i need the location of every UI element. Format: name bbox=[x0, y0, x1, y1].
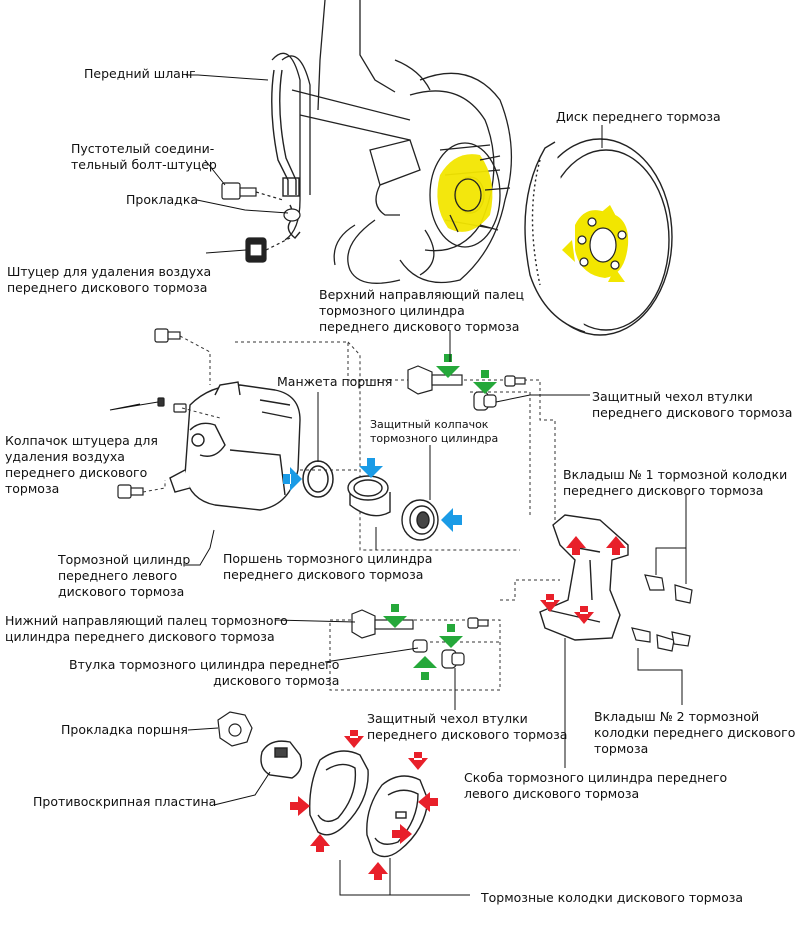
label-upper-slide-pin: Верхний направляющий палец тормозного ци… bbox=[319, 287, 525, 334]
label-piston: Поршень тормозного цилиндра переднего ди… bbox=[223, 551, 433, 582]
brake-pads-drawing bbox=[309, 750, 429, 858]
label-union-bolt: Пустотелый соедини- тельный болт-штуцер bbox=[71, 141, 217, 172]
upper-slide-pin-drawing bbox=[407, 365, 526, 411]
label-cylinder-boot: Защитный колпачок тормозного цилиндра bbox=[370, 418, 499, 445]
label-lower-slide-pin: Нижний направляющий палец тормозного цил… bbox=[5, 613, 288, 644]
label-front-disc: Диск переднего тормоза bbox=[556, 109, 721, 124]
label-cylinder-lh: Тормозной цилиндр переднего левого диско… bbox=[58, 552, 191, 599]
label-disc-pads: Тормозные колодки дискового тормоза bbox=[481, 890, 744, 905]
label-bushing-dust-boot-upper: Защитный чехол втулки переднего дисковог… bbox=[592, 389, 793, 420]
pad-support-plates-drawing bbox=[631, 574, 693, 652]
arrows-red bbox=[290, 536, 626, 880]
label-gasket: Прокладка bbox=[126, 192, 199, 207]
arrows-blue bbox=[283, 458, 462, 532]
steering-knuckle-assembly bbox=[271, 0, 513, 284]
grease-area-hub bbox=[437, 154, 493, 232]
mounting-bracket-drawing bbox=[539, 514, 629, 641]
label-anti-squeal-shim: Противоскрипная пластина bbox=[33, 794, 217, 809]
piston-gasket-drawing bbox=[217, 711, 253, 747]
label-bleeder-plug: Штуцер для удаления воздуха переднего ди… bbox=[7, 264, 212, 295]
cylinder-boot-drawing bbox=[401, 499, 439, 541]
piston-seal-drawing bbox=[302, 460, 334, 498]
arrows-green bbox=[383, 354, 497, 680]
label-front-hose: Передний шланг bbox=[84, 66, 196, 81]
piston-drawing bbox=[347, 475, 391, 517]
label-pad-support-1: Вкладыш № 1 тормозной колодки переднего … bbox=[563, 467, 788, 498]
lower-slide-pin-drawing bbox=[351, 609, 489, 669]
bleeder-plug-drawing bbox=[245, 237, 291, 263]
label-bushing-dust-boot-lower: Защитный чехол втулки переднего дисковог… bbox=[367, 711, 568, 742]
anti-squeal-shim-drawing bbox=[260, 740, 303, 779]
label-mounting-bracket: Скоба тормозного цилиндра переднего лево… bbox=[464, 770, 728, 801]
brake-cylinder-drawing bbox=[169, 381, 301, 511]
label-pad-support-2: Вкладыш № 2 тормозной колодки переднего … bbox=[594, 709, 796, 756]
label-piston-gasket: Прокладка поршня bbox=[61, 722, 188, 737]
label-cylinder-bushing: Втулка тормозного цилиндра переднего дис… bbox=[69, 657, 340, 688]
assembly-lines bbox=[142, 335, 560, 691]
union-bolt-drawing bbox=[221, 182, 284, 201]
leader-lines bbox=[109, 74, 687, 896]
caliper-bolts-drawing bbox=[117, 328, 187, 499]
label-piston-seal: Манжета поршня bbox=[277, 374, 393, 389]
label-bleeder-cap: Колпачок штуцера для удаления воздуха пе… bbox=[5, 433, 158, 496]
